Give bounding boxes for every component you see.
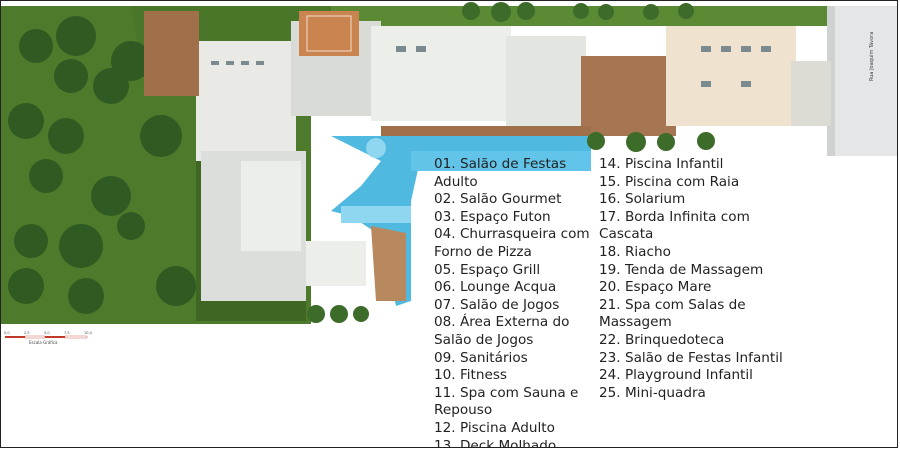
legend-item-05: 05. Espaço Grill	[434, 261, 541, 278]
legend-item-01: 01. Salão de Festas Adulto	[434, 156, 567, 190]
legend-item-02: 02. Salão Gourmet	[434, 191, 562, 208]
deck-west	[144, 11, 199, 96]
legend-right-column: 14. Piscina Infantil 15. Piscina com Rai…	[599, 156, 799, 402]
legend-item-04: 04. Churrasqueira com Forno de Pizza	[434, 226, 590, 260]
legend-item-22: 22. Brinquedoteca	[599, 331, 725, 348]
deck-center	[581, 56, 676, 136]
deck-wet	[371, 226, 406, 301]
street	[833, 6, 897, 156]
legend-item-15: 15. Piscina com Raia	[599, 173, 740, 190]
scale-tick-0: 0,0	[4, 331, 10, 335]
legend-item-03: 03. Espaço Futon	[434, 208, 551, 225]
legend-item-18: 18. Riacho	[599, 243, 671, 260]
legend-item-06: 06. Lounge Acqua	[434, 279, 557, 296]
building-center	[371, 26, 511, 121]
furniture	[211, 46, 771, 87]
legend-item-19: 19. Tenda de Massagem	[599, 261, 764, 278]
legend-item-14: 14. Piscina Infantil	[599, 156, 724, 172]
scale-bar: 0,0 2,5 5,0 7,5 10,0	[4, 331, 92, 339]
garden-trees	[307, 2, 715, 323]
legend-item-25: 25. Mini-quadra	[599, 384, 706, 401]
building-east	[666, 26, 796, 126]
scale-tick-3: 7,5	[64, 331, 70, 335]
legend-item-13: 13. Deck Molhado	[434, 437, 557, 448]
legend-left-column: 01. Salão de Festas Adulto 02. Salão Gou…	[434, 156, 609, 448]
court-lines	[306, 15, 352, 52]
building-west	[196, 41, 296, 161]
legend-item-11: 11. Spa com Sauna e Repouso	[434, 384, 579, 419]
legend-item-10: 10. Fitness	[434, 367, 508, 384]
mini-court	[299, 11, 359, 56]
legend-item-12: 12. Piscina Adulto	[434, 419, 555, 436]
terrace-east	[791, 61, 831, 126]
pool-kids	[366, 138, 386, 158]
scale-tick-1: 2,5	[24, 331, 30, 335]
legend-item-17: 17. Borda Infinita com Cascata	[599, 208, 750, 243]
pool-lap	[411, 151, 591, 171]
legend-item-24: 24. Playground Infantil	[599, 367, 753, 384]
legend-item-21: 21. Spa com Salas de Massagem	[599, 296, 746, 331]
scale-label: Escala Gráfica	[29, 340, 58, 345]
legend-item-08: 08. Área Externa do Salão de Jogos	[434, 314, 570, 348]
lawn-trees	[8, 16, 196, 314]
scale-tick-2: 5,0	[44, 331, 50, 335]
legend-item-23: 23. Salão de Festas Infantil	[599, 349, 783, 366]
building-south-2	[306, 241, 366, 286]
scale-tick-4: 10,0	[84, 331, 92, 335]
legend-item-16: 16. Solarium	[599, 191, 686, 208]
street-label: Rua Joaquim Távora	[869, 31, 875, 81]
legend-item-07: 07. Salão de Jogos	[434, 296, 560, 313]
pool-infinity	[341, 206, 411, 223]
building-center-2	[506, 36, 586, 126]
deck-pool	[381, 126, 591, 136]
legend-item-09: 09. Sanitários	[434, 349, 528, 366]
building-south	[241, 161, 301, 251]
legend-item-20: 20. Espaço Mare	[599, 279, 712, 296]
